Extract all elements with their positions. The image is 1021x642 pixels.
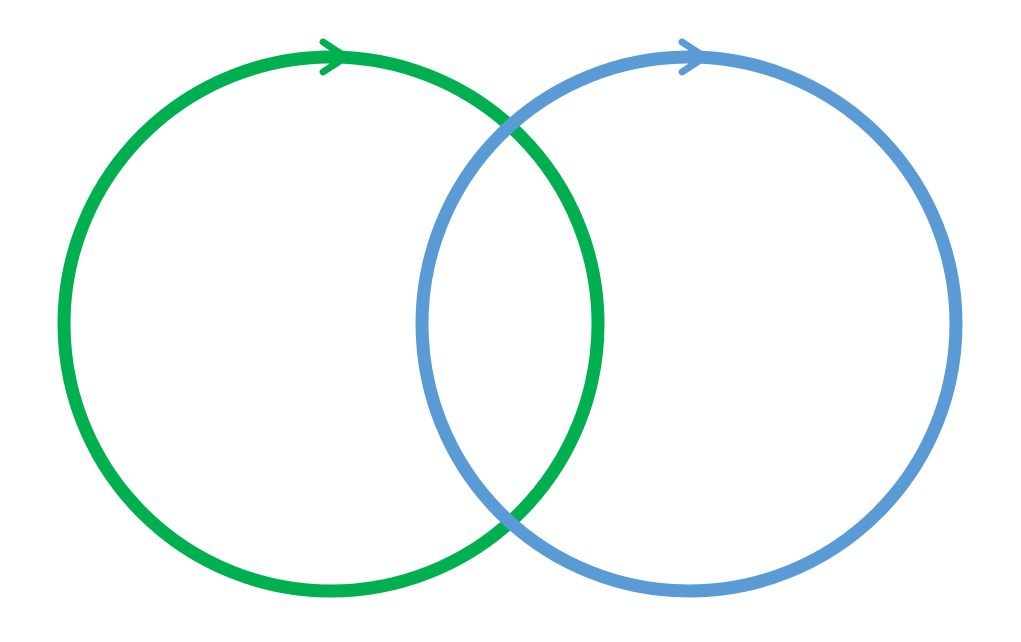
left-loop bbox=[57, 38, 605, 598]
left-loop-arrow-icon bbox=[319, 38, 350, 76]
right-loop-arrow-icon bbox=[678, 38, 709, 76]
left-loop-circle bbox=[57, 50, 605, 598]
right-loop bbox=[410, 38, 968, 603]
right-loop-circle bbox=[415, 50, 963, 598]
